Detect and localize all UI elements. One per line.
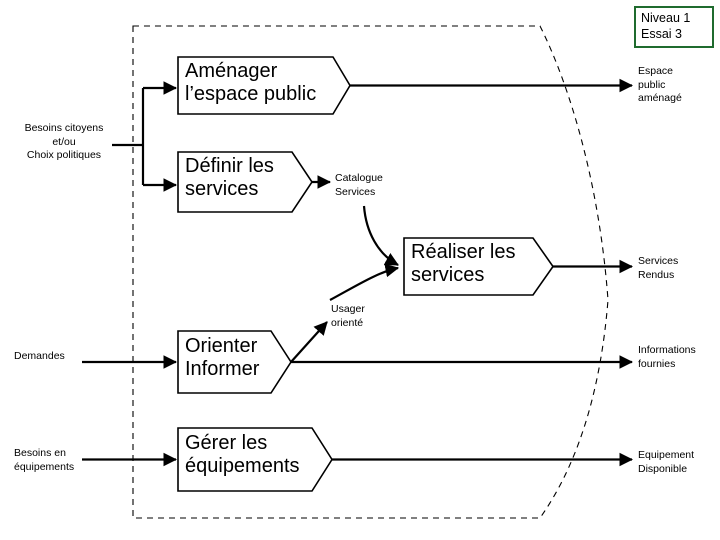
flow-label-catalogue-services: Catalogue Services bbox=[335, 172, 383, 198]
flow-orienter-to-usager bbox=[290, 321, 328, 363]
flow-catalogue-to-realiser bbox=[362, 205, 399, 266]
input-label-demandes: Demandes bbox=[14, 350, 65, 362]
output-label-services-rendus: Services Rendus bbox=[638, 255, 679, 281]
input-label-besoins-citoyens: Besoins citoyens et/ou Choix politiques bbox=[24, 122, 104, 162]
process-shape-amenager bbox=[177, 56, 351, 115]
flow-usager-to-realiser bbox=[329, 263, 400, 301]
level-badge: Niveau 1 Essai 3 bbox=[634, 6, 714, 49]
process-shapes bbox=[177, 56, 554, 492]
process-shape-gerer bbox=[177, 427, 333, 492]
output-label-equipement-disponible: Equipement Disponible bbox=[638, 449, 695, 475]
output-label-espace-public-amenage: Espace public aménagé bbox=[638, 65, 682, 105]
process-shape-definir bbox=[177, 151, 313, 213]
process-shape-orienter bbox=[177, 330, 292, 394]
output-label-informations-fournies: Informations fournies bbox=[638, 344, 696, 370]
input-label-besoins-equipements: Besoins en équipements bbox=[14, 447, 75, 473]
process-shape-realiser bbox=[403, 237, 554, 296]
flow-label-usager-oriente: Usager orienté bbox=[331, 303, 365, 329]
